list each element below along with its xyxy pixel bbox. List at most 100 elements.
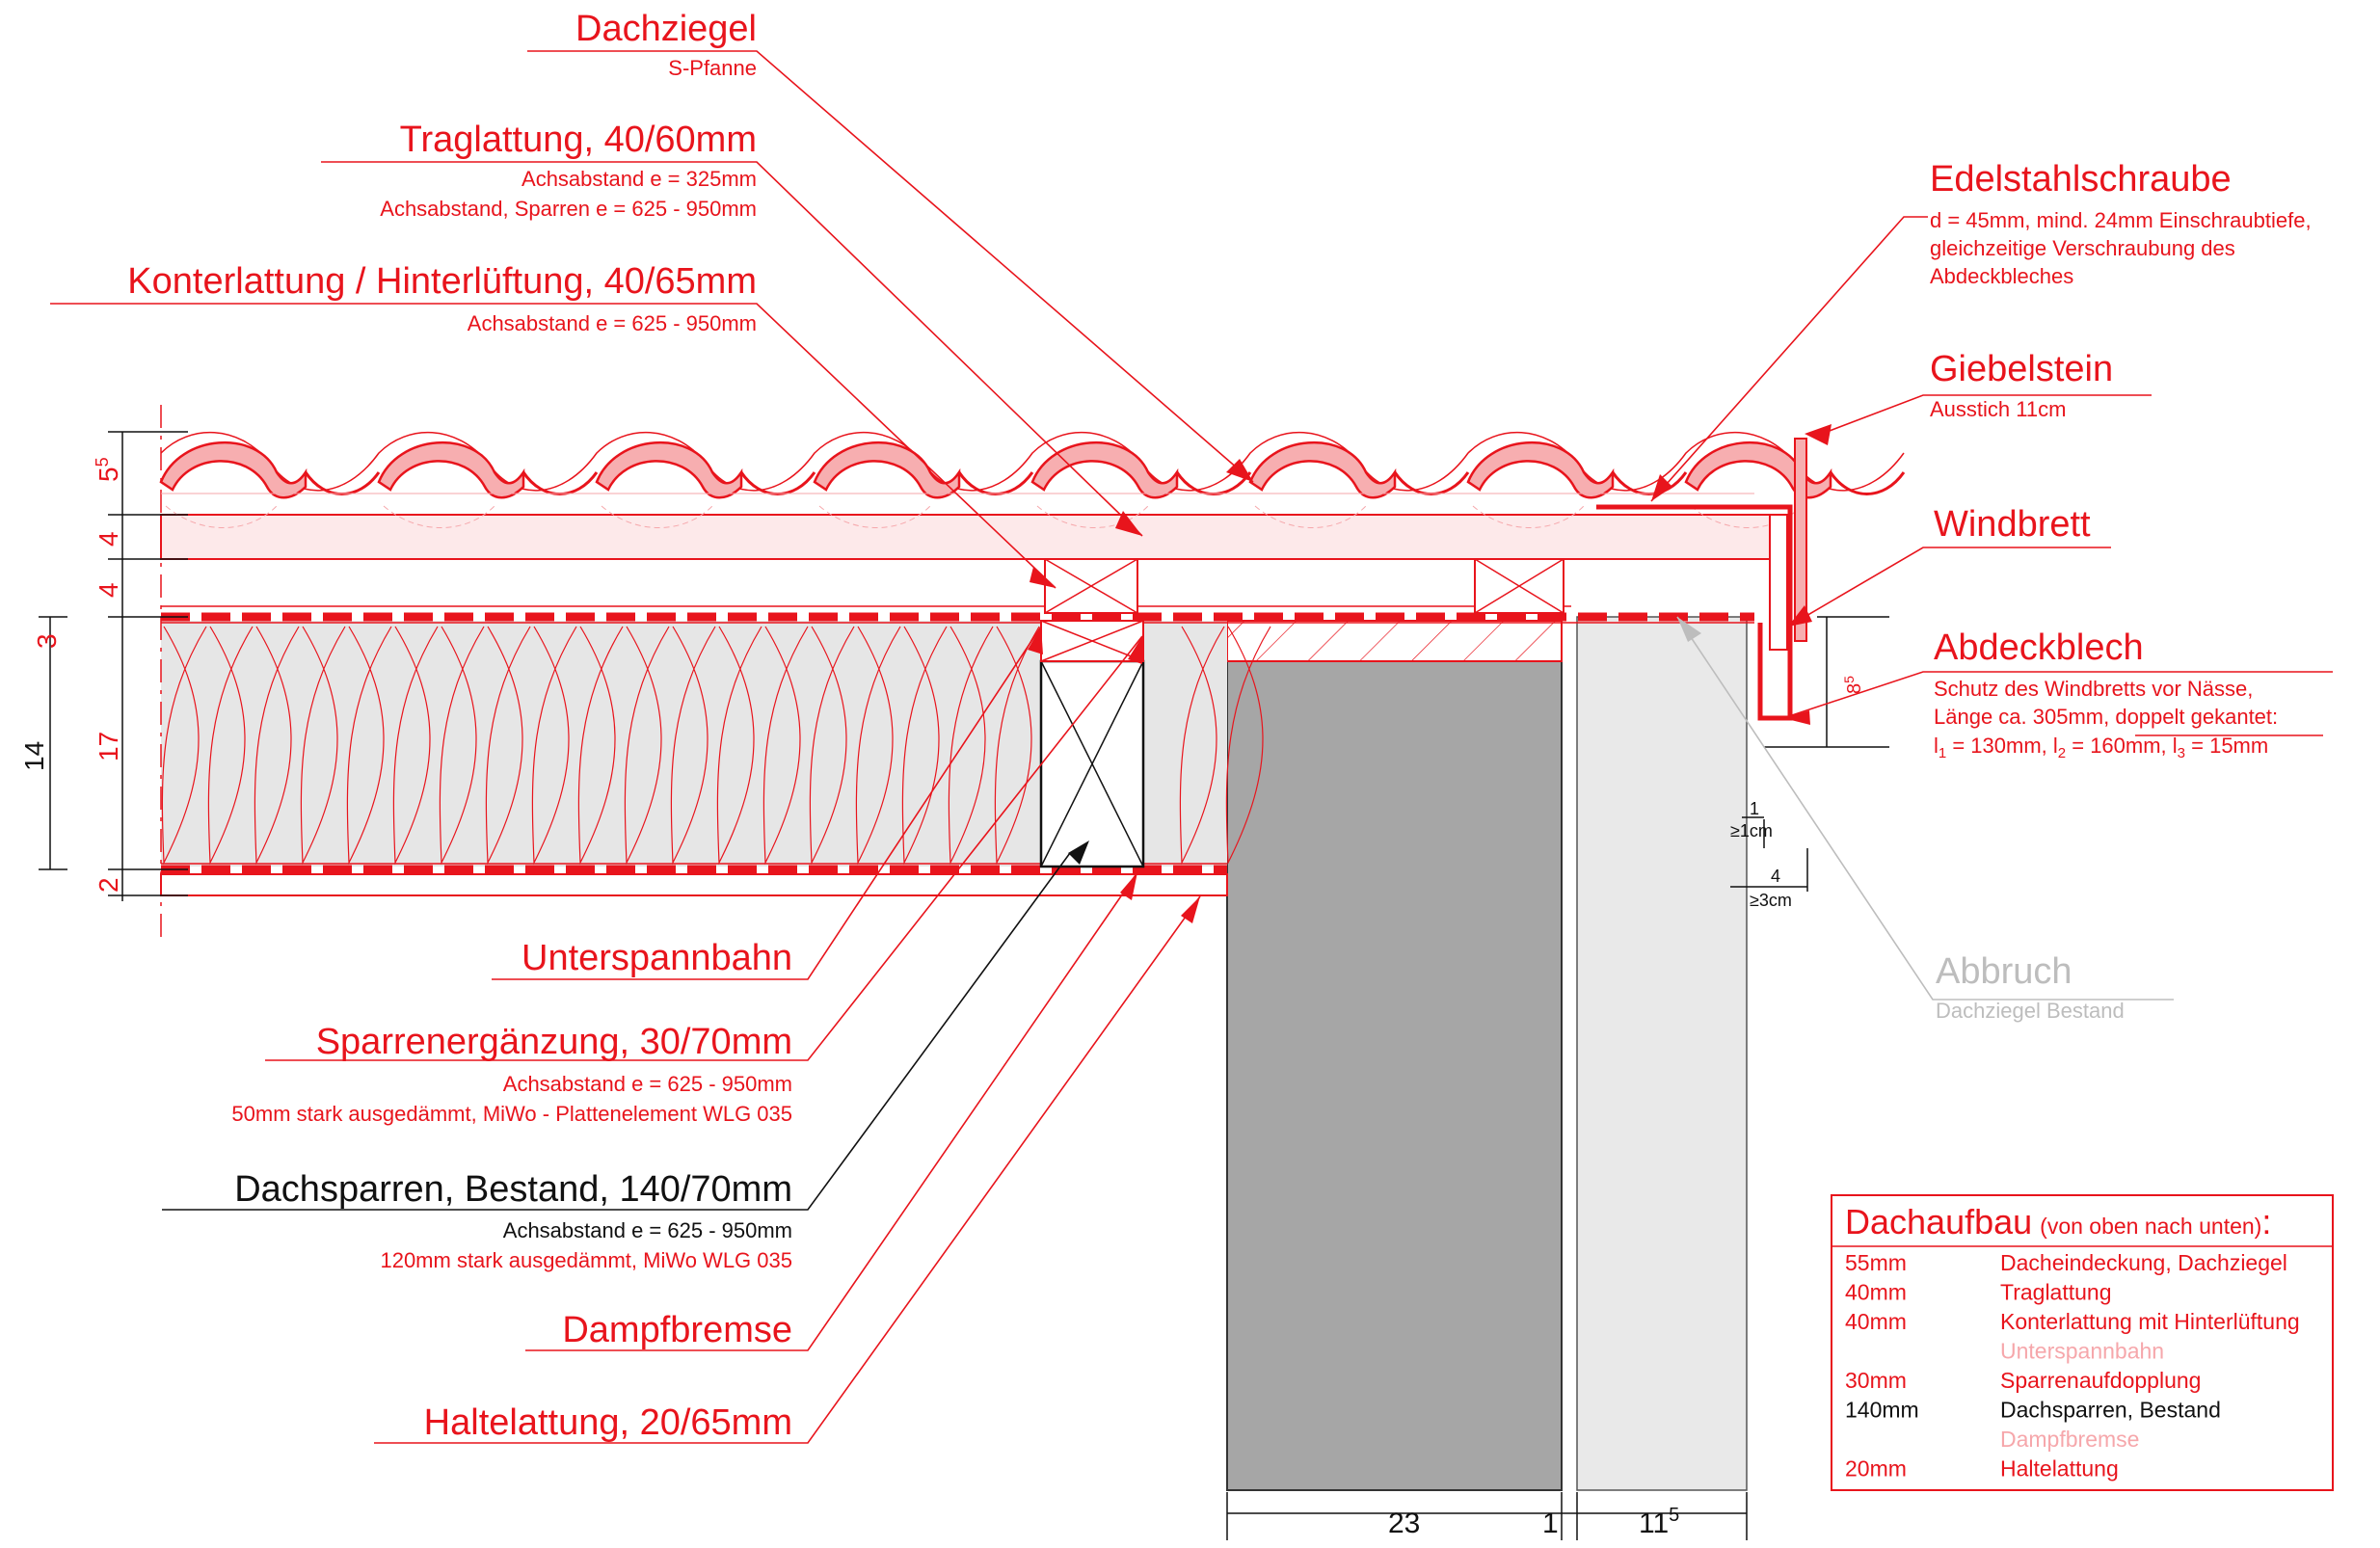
insulation-loop xyxy=(716,626,762,866)
dim-14: 14 xyxy=(19,741,49,771)
insulation-loop xyxy=(531,626,577,866)
label-dachziegel: Dachziegel xyxy=(575,9,757,49)
label-abdeckblech-formula: l1 = 130mm, l2 = 160mm, l3 = 15mm xyxy=(1934,734,2268,761)
label-edelstahlschraube-sub-1: d = 45mm, mind. 24mm Einschraubtiefe, xyxy=(1930,208,2312,232)
dim-17: 17 xyxy=(94,732,123,761)
legend-row: 55mm Dacheindeckung, Dachziegel xyxy=(1845,1250,2287,1275)
label-giebelstein-sub: Ausstich 11cm xyxy=(1930,397,2066,421)
label-traglattung: Traglattung, 40/60mm xyxy=(400,120,757,160)
dim-55: 55 xyxy=(93,457,123,482)
dim-b115: 115 xyxy=(1639,1505,1679,1539)
dimensions xyxy=(39,431,1889,1540)
insulation-loop xyxy=(346,626,392,866)
roof-tile xyxy=(1030,441,1179,499)
label-sparrenerg: Sparrenergänzung, 30/70mm xyxy=(316,1022,792,1062)
legend-size: 55mm xyxy=(1845,1250,1907,1275)
insulation-loop xyxy=(161,626,207,866)
tile-trough xyxy=(1829,471,1906,495)
label-traglattung-sub-2: Achsabstand, Sparren e = 625 - 950mm xyxy=(380,197,757,221)
legend-name: Unterspannbahn xyxy=(2000,1339,2164,1364)
legend-size: 20mm xyxy=(1845,1456,1907,1481)
leader-lines xyxy=(50,50,2333,1444)
legend-row: 30mm Sparrenaufdopplung xyxy=(1845,1368,2201,1393)
label-giebelstein: Giebelstein xyxy=(1930,349,2113,389)
legend-name: Dachsparren, Bestand xyxy=(2000,1398,2221,1423)
insulation-loop xyxy=(901,626,948,866)
legend-name: Haltelattung xyxy=(2000,1456,2119,1481)
dim-b23: 23 xyxy=(1388,1508,1420,1539)
label-dachsparren-sub-2: 120mm stark ausgedämmt, MiWo WLG 035 xyxy=(380,1248,792,1272)
roof-tiles xyxy=(159,431,1906,528)
old-tile-trace xyxy=(1472,505,1585,528)
wind-board xyxy=(1769,514,1788,651)
insulation-loop xyxy=(254,626,300,866)
dim-85: 85 xyxy=(1841,676,1865,694)
existing-wall xyxy=(1576,616,1748,1491)
label-edelstahlschraube: Edelstahlschraube xyxy=(1930,159,2232,200)
dim-r4: 4 xyxy=(1771,867,1780,886)
labels: Dachziegel S-Pfanne Traglattung, 40/60mm… xyxy=(127,9,2311,1443)
insulation-loop xyxy=(1225,626,1271,866)
insulation-loop xyxy=(439,626,485,866)
holding-batten xyxy=(160,873,1228,896)
roof-tile xyxy=(1248,441,1397,499)
legend-name: Sparrenaufdopplung xyxy=(2000,1368,2201,1393)
label-sparrenerg-sub-2: 50mm stark ausgedämmt, MiWo - Plattenele… xyxy=(231,1102,792,1126)
leader-arrows xyxy=(1028,424,1832,923)
legend-size: 40mm xyxy=(1845,1309,1907,1334)
dim-r1: 1 xyxy=(1750,799,1759,818)
legend-name: Dampfbremse xyxy=(2000,1427,2139,1452)
insulation-loop xyxy=(809,626,855,866)
label-traglattung-sub-1: Achsabstand e = 325mm xyxy=(521,167,757,191)
roof-tile xyxy=(159,441,308,499)
old-tile-trace xyxy=(1036,505,1149,528)
legend-size: 40mm xyxy=(1845,1280,1907,1305)
legend-size: 140mm xyxy=(1845,1398,1919,1423)
legend-row: Unterspannbahn xyxy=(2000,1339,2164,1364)
legend-rows: 55mm Dacheindeckung, Dachziegel 40mm Tragla… xyxy=(1845,1250,2300,1481)
insulation-loop xyxy=(485,626,531,866)
insulation-loop xyxy=(392,626,439,866)
label-abbruch-sub: Dachziegel Bestand xyxy=(1936,999,2125,1023)
legend-row: 20mm Haltelattung xyxy=(1845,1456,2119,1481)
label-abbruch: Abbruch xyxy=(1936,951,2072,992)
label-abdeckblech-sub-2: Länge ca. 305mm, doppelt gekantet: xyxy=(1934,705,2278,729)
insulation-loop xyxy=(1179,626,1225,866)
label-edelstahlschraube-sub-2: gleichzeitige Verschraubung des xyxy=(1930,236,2235,260)
construction xyxy=(159,405,1906,1491)
insulation-loop xyxy=(855,626,901,866)
label-konterlattung: Konterlattung / Hinterlüftung, 40/65mm xyxy=(127,261,757,302)
label-dachsparren-sub-1: Achsabstand e = 625 - 950mm xyxy=(503,1218,792,1242)
label-dachsparren: Dachsparren, Bestand, 140/70mm xyxy=(234,1169,792,1210)
label-sparrenerg-sub-1: Achsabstand e = 625 - 950mm xyxy=(503,1072,792,1096)
dimension-text: 55 4 4 3 17 14 2 85 1 ≥1cm 4 ≥3cm 23 1 1… xyxy=(19,457,1865,1539)
legend-row: Dampfbremse xyxy=(2000,1427,2139,1452)
dim-r1cm: ≥1cm xyxy=(1730,821,1773,841)
wall-plate-hatch xyxy=(1226,620,1563,662)
insulation-loop xyxy=(207,626,254,866)
legend-name: Konterlattung mit Hinterlüftung xyxy=(2000,1309,2300,1334)
label-unterspannbahn: Unterspannbahn xyxy=(521,938,792,978)
label-abdeckblech: Abdeckblech xyxy=(1934,627,2144,668)
label-dachziegel-sub: S-Pfanne xyxy=(668,56,757,80)
old-tile-trace xyxy=(383,505,495,528)
gable-stone xyxy=(1794,438,1807,642)
legend-name: Dacheindeckung, Dachziegel xyxy=(2000,1250,2287,1275)
label-abdeckblech-sub-1: Schutz des Windbretts vor Nässe, xyxy=(1934,677,2253,701)
insulation-loop xyxy=(577,626,624,866)
insulation-loop xyxy=(300,626,346,866)
legend-size: 30mm xyxy=(1845,1368,1907,1393)
old-tile-trace xyxy=(1254,505,1367,528)
roof-tile xyxy=(1684,441,1832,499)
old-tile-trace xyxy=(818,505,931,528)
dim-2: 2 xyxy=(94,877,123,893)
insulation-loop xyxy=(670,626,716,866)
legend-row: 40mm Traglattung xyxy=(1845,1280,2112,1305)
dim-4a: 4 xyxy=(94,531,123,547)
roof-tile xyxy=(1466,441,1615,499)
insulation-loop xyxy=(994,626,1040,866)
roof-tile xyxy=(595,441,743,499)
legend-name: Traglattung xyxy=(2000,1280,2112,1305)
label-konterlattung-sub: Achsabstand e = 625 - 950mm xyxy=(468,311,757,335)
